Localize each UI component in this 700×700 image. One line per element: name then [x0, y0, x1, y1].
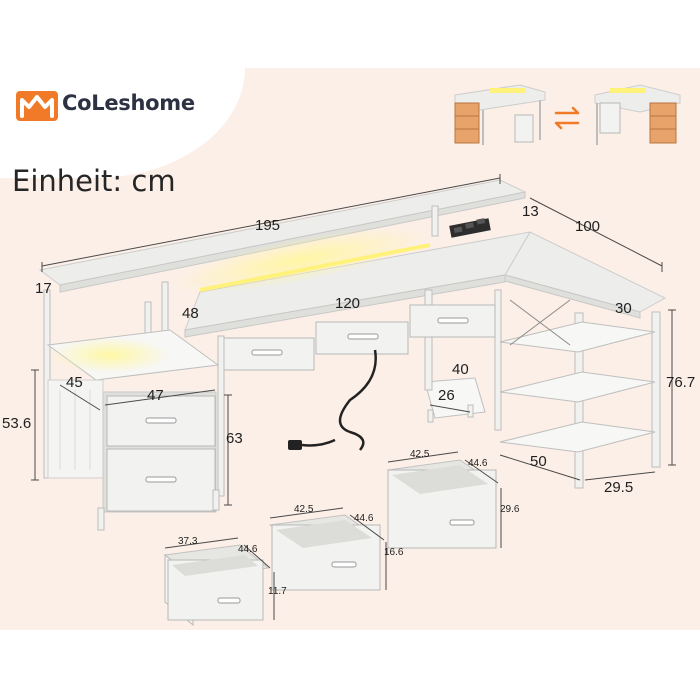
drawer-large: [386, 459, 498, 549]
dim-return-length: 100: [575, 218, 600, 235]
drawer-small-width: 37.3: [178, 536, 198, 547]
dimension-labels: 195 13 100 17 48 120 30 40 45 47 26 76.7…: [2, 203, 695, 597]
dim-riser-width: 48: [182, 305, 199, 322]
config-thumbnail-right: [594, 84, 681, 145]
dim-cabinet-depth: 45: [66, 374, 83, 391]
drawer-small-height: 11.7: [268, 586, 287, 597]
dim-desk-width: 120: [335, 295, 360, 312]
house-m-logo-icon: [16, 91, 58, 121]
dim-return-width: 30: [615, 300, 632, 317]
cpu-stand: [424, 377, 486, 423]
config-thumbnail-left: [454, 84, 546, 145]
dim-total-width: 195: [255, 217, 280, 234]
dim-hutch-height: 53.6: [2, 415, 31, 432]
monitor-hutch: [38, 179, 527, 343]
dim-desk-height: 63: [226, 430, 243, 447]
drawer-medium-width: 42.5: [294, 504, 314, 515]
drawer-small: [163, 544, 270, 627]
dim-total-height: 76.7: [666, 374, 695, 391]
desk-main: [184, 231, 531, 451]
drawer-small-depth: 44.6: [238, 544, 258, 555]
dim-cabinet-width: 47: [147, 387, 164, 404]
dim-hutch-depth: 13: [522, 203, 539, 220]
drawer-large-height: 29.6: [500, 504, 520, 515]
dim-shelf-height: 17: [35, 280, 52, 297]
brand-name: CoLeshome: [62, 91, 195, 115]
drawer-large-depth: 44.6: [468, 458, 488, 469]
dim-shelf-depth: 50: [530, 453, 547, 470]
unit-label: Einheit: cm: [12, 164, 176, 198]
drawer-medium-depth: 44.6: [354, 513, 374, 524]
dim-bay-width: 26: [438, 387, 455, 404]
swap-arrows-icon: [554, 106, 580, 130]
drawer-medium: [268, 514, 382, 591]
desk-return: [494, 231, 667, 489]
left-tower: [43, 289, 225, 531]
dimension-lines: [31, 174, 676, 620]
drawer-large-width: 42.5: [410, 449, 430, 460]
dim-shelf-width: 29.5: [604, 479, 633, 496]
drawer-medium-height: 16.6: [384, 547, 404, 558]
dim-inner-height: 40: [452, 361, 469, 378]
brand-logo: CoLeshome: [16, 85, 195, 121]
